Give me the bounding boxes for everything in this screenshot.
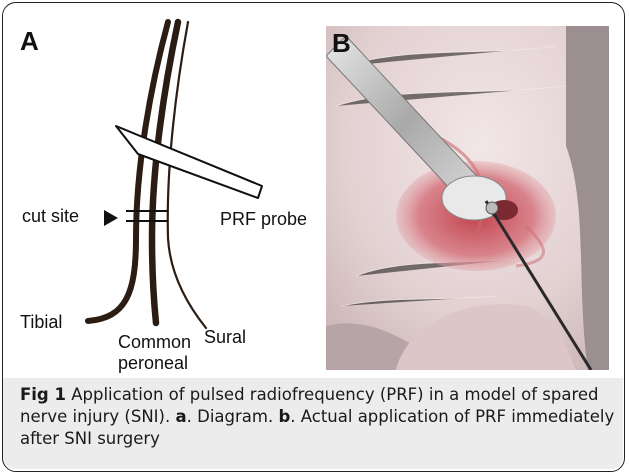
prf-probe-label: PRF probe — [220, 209, 307, 229]
figure-caption: Fig 1 Application of pulsed radiofrequen… — [20, 384, 616, 450]
panel-a-letter: A — [20, 26, 39, 56]
tibial-label: Tibial — [20, 312, 62, 332]
common-label-line1: Common — [118, 332, 191, 352]
caption-text-2: . Diagram. — [187, 407, 279, 426]
surgery-photo: B — [326, 26, 609, 370]
cut-site-marks — [126, 211, 168, 221]
sural-label: Sural — [204, 327, 246, 347]
figure-label: Fig 1 — [20, 385, 66, 404]
cut-site-arrow — [104, 210, 118, 226]
caption-a: a — [175, 407, 186, 426]
common-label-line2: peroneal — [118, 353, 188, 373]
nerve-bundle — [88, 22, 206, 328]
panel-b-letter: B — [332, 28, 351, 58]
cut-site-label: cut site — [22, 206, 79, 226]
diagram-panel: A cut site PRF probe Tibial Common peron… — [18, 18, 318, 373]
caption-b: b — [278, 407, 290, 426]
